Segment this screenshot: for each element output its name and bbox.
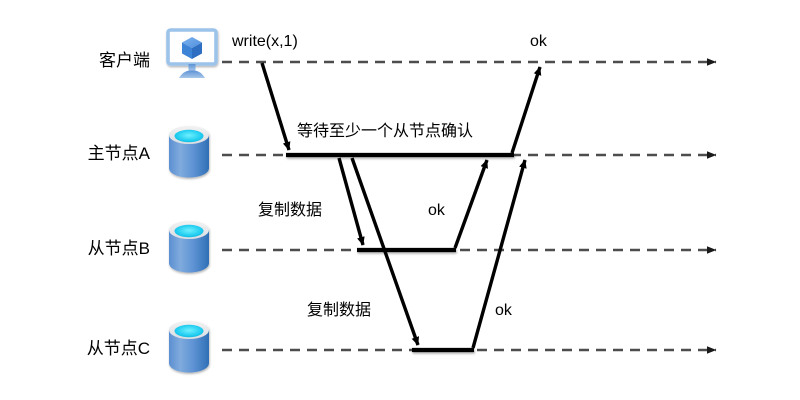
participant-label-master: 主节点A bbox=[87, 144, 150, 163]
monitor-icon bbox=[166, 28, 218, 78]
arrow-ok-slave-c-to-master bbox=[471, 159, 527, 349]
arrow-write-client-to-master bbox=[260, 62, 291, 151]
participant-label-client: 客户端 bbox=[99, 51, 150, 70]
database-icon-slave-b bbox=[169, 221, 209, 273]
arrow-replicate-master-to-slave-c bbox=[350, 157, 420, 346]
message-label-ok-c: ok bbox=[495, 302, 512, 319]
message-label-replicate-c: 复制数据 bbox=[307, 302, 372, 319]
arrow-replicate-master-to-slave-b bbox=[337, 157, 365, 246]
activation-bars bbox=[286, 152, 514, 353]
arrow-ok-slave-b-to-master bbox=[453, 159, 489, 249]
participant-label-slave-c: 从节点C bbox=[86, 339, 150, 358]
arrow-ok-master-to-client bbox=[510, 66, 542, 154]
message-label-ok-client: ok bbox=[530, 33, 547, 50]
database-icon-slave-c bbox=[169, 321, 209, 373]
message-label-wait-ack: 等待至少一个从节点确认 bbox=[297, 123, 474, 140]
participant-label-slave-b: 从节点B bbox=[87, 239, 150, 258]
message-label-write: write(x,1) bbox=[232, 33, 298, 50]
message-arrows bbox=[260, 62, 542, 349]
cube-glyph bbox=[182, 37, 202, 59]
message-label-replicate-b: 复制数据 bbox=[258, 202, 323, 219]
message-label-ok-b: ok bbox=[428, 202, 445, 219]
database-icon-master bbox=[169, 126, 209, 178]
